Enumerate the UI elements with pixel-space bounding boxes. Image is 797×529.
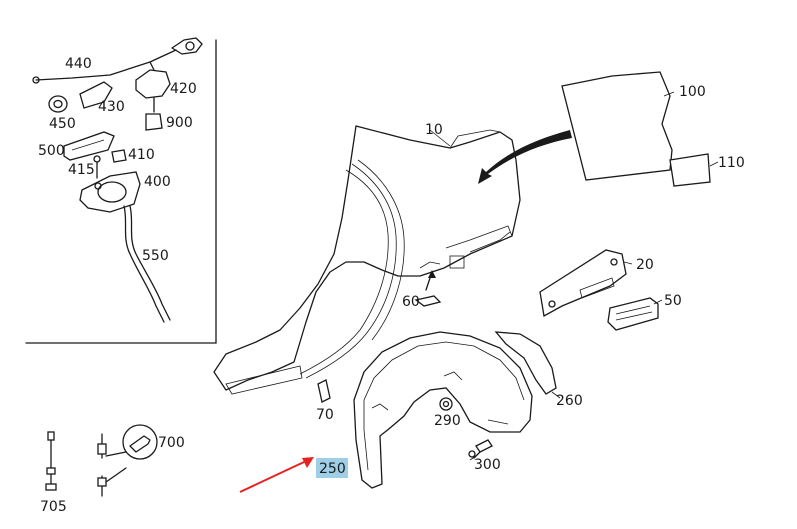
label-450[interactable]: 450 [49, 116, 76, 132]
label-700[interactable]: 700 [158, 435, 185, 451]
label-70[interactable]: 70 [316, 407, 334, 423]
label-110[interactable]: 110 [718, 155, 745, 171]
clip-300 [468, 439, 493, 459]
bracket-60 [414, 270, 442, 307]
label-300[interactable]: 300 [474, 457, 501, 473]
wheel-arch-liner-250 [353, 331, 533, 489]
label-500[interactable]: 500 [38, 143, 65, 159]
screw-415 [93, 155, 101, 179]
label-50[interactable]: 50 [664, 293, 682, 309]
nut-290 [439, 397, 453, 411]
assembly-arrow [478, 130, 572, 184]
label-60[interactable]: 60 [402, 294, 420, 310]
label-430[interactable]: 430 [98, 99, 125, 115]
label-550[interactable]: 550 [142, 248, 169, 264]
label-260[interactable]: 260 [556, 393, 583, 409]
panel-100 [561, 71, 673, 181]
bracket-430 [79, 81, 113, 109]
label-705[interactable]: 705 [40, 499, 67, 515]
label-20[interactable]: 20 [636, 257, 654, 273]
pin-410 [111, 149, 127, 163]
label-440[interactable]: 440 [65, 56, 92, 72]
sensor-900 [145, 113, 163, 131]
housing-400 [79, 171, 141, 213]
label-10[interactable]: 10 [425, 122, 443, 138]
label-400[interactable]: 400 [144, 174, 171, 190]
actuator-420 [135, 61, 171, 113]
drain-hose-550 [123, 205, 171, 323]
vent-50 [607, 297, 659, 331]
red-pointer-arrow [239, 457, 314, 493]
label-290[interactable]: 290 [434, 413, 461, 429]
fastener-group-700 [97, 424, 158, 497]
quarter-panel-10 [213, 125, 521, 395]
grommet-450 [48, 95, 68, 113]
part-labels: 440 420 430 450 900 500 410 415 400 550 … [38, 56, 745, 515]
liner-extension-260 [494, 331, 557, 395]
label-110 [669, 153, 711, 187]
leader-lines [429, 91, 719, 461]
label-415[interactable]: 415 [68, 162, 95, 178]
release-cable-440 [32, 37, 203, 84]
bracket-20 [539, 249, 627, 318]
label-900[interactable]: 900 [166, 115, 193, 131]
flap-500 [63, 131, 115, 161]
part-250-highlight [316, 458, 348, 478]
bolt-705 [45, 431, 57, 491]
label-420[interactable]: 420 [170, 81, 197, 97]
clip-70 [317, 379, 331, 403]
label-410[interactable]: 410 [128, 147, 155, 163]
inset-frame [25, 39, 217, 344]
label-250[interactable]: 250 [319, 461, 346, 477]
label-100[interactable]: 100 [679, 84, 706, 100]
